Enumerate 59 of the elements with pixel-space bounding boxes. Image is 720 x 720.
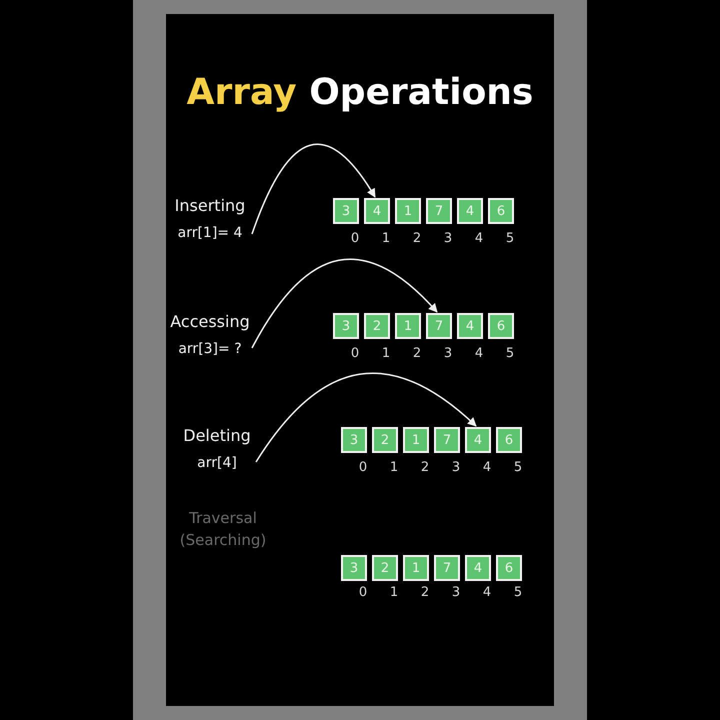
- index-number: 4: [482, 585, 492, 600]
- index-number: 0: [358, 460, 368, 475]
- index-number: 0: [358, 585, 368, 600]
- code-expression: arr[4]: [196, 455, 238, 471]
- array-cell: 6: [488, 198, 514, 224]
- index-number: 3: [442, 346, 454, 361]
- array-cell: 2: [364, 313, 390, 339]
- array-cell: 7: [426, 198, 452, 224]
- operation-name: Deleting: [182, 426, 252, 445]
- index-number: 2: [420, 585, 430, 600]
- array-cell: 7: [434, 427, 460, 453]
- array-cell: 4: [457, 198, 483, 224]
- array-cell: 3: [341, 427, 367, 453]
- operation-name: Inserting: [174, 196, 246, 215]
- index-number: 0: [350, 231, 360, 246]
- index-number: 1: [380, 346, 392, 361]
- index-number: 2: [412, 346, 422, 361]
- array-cell: 1: [395, 198, 421, 224]
- array-cell: 1: [403, 555, 429, 581]
- index-number: 0: [350, 346, 360, 361]
- array-cell: 4: [364, 198, 390, 224]
- array-cell: 2: [372, 555, 398, 581]
- operation-name: Traversal (Searching): [178, 508, 268, 551]
- array-cell: 6: [496, 427, 522, 453]
- index-number: 2: [420, 460, 430, 475]
- index-number: 3: [442, 231, 454, 246]
- array-cell: 3: [333, 313, 359, 339]
- array-cell: 7: [426, 313, 452, 339]
- array-cell: 7: [434, 555, 460, 581]
- index-number: 5: [512, 585, 524, 600]
- array-cell: 3: [341, 555, 367, 581]
- array-cell: 1: [395, 313, 421, 339]
- array-cell: 2: [372, 427, 398, 453]
- array-cell: 3: [333, 198, 359, 224]
- index-number: 1: [380, 231, 392, 246]
- array-cell: 1: [403, 427, 429, 453]
- index-number: 5: [512, 460, 524, 475]
- index-number: 3: [450, 585, 462, 600]
- curved-arrow: [255, 372, 477, 462]
- array-cell: 6: [488, 313, 514, 339]
- index-number: 1: [388, 585, 400, 600]
- index-number: 4: [482, 460, 492, 475]
- curved-arrow: [251, 144, 376, 234]
- index-number: 5: [504, 231, 516, 246]
- index-number: 4: [474, 346, 484, 361]
- index-number: 3: [450, 460, 462, 475]
- operation-name: Accessing: [169, 312, 251, 331]
- curved-arrow: [251, 258, 438, 348]
- array-cell: 4: [465, 427, 491, 453]
- index-number: 1: [388, 460, 400, 475]
- array-cell: 6: [496, 555, 522, 581]
- index-number: 4: [474, 231, 484, 246]
- code-expression: arr[3]= ?: [177, 341, 243, 357]
- index-number: 2: [412, 231, 422, 246]
- index-number: 5: [504, 346, 516, 361]
- title: Array Operations: [186, 72, 534, 113]
- code-expression: arr[1]= 4: [176, 225, 244, 241]
- array-cell: 4: [457, 313, 483, 339]
- array-cell: 4: [465, 555, 491, 581]
